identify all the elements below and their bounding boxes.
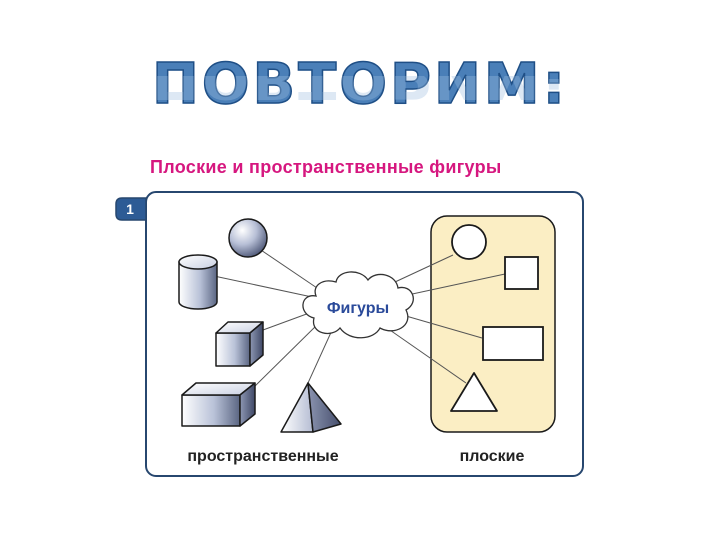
center-label: Фигуры (327, 300, 389, 317)
section-number-badge: 1 (115, 197, 147, 221)
square-shape (504, 256, 539, 290)
connector-cylinder (213, 275, 313, 298)
connector-square (402, 273, 506, 297)
sphere-shape (228, 218, 268, 258)
connector-rectangle (405, 315, 483, 339)
connector-triangle (386, 327, 467, 384)
cylinder-shape (178, 254, 218, 310)
connector-sphere (254, 245, 321, 291)
connector-circle (394, 254, 454, 283)
flat-group-label: плоские (460, 448, 525, 465)
triangle-shape (450, 372, 498, 412)
connector-prism (252, 321, 321, 389)
connector-lines (213, 245, 506, 389)
section-heading: Плоские и пространственные фигуры (150, 157, 502, 177)
spatial-group-label: пространственные (187, 448, 338, 465)
section-number: 1 (126, 201, 134, 217)
circle-shape (451, 224, 487, 260)
cube-shape (215, 321, 264, 367)
rectangle-shape (482, 326, 544, 361)
flat-shapes-panel (430, 215, 556, 433)
slide-title: ПОВТОРИМ: (151, 51, 568, 118)
pyramid-shape (280, 382, 342, 433)
center-cloud (302, 271, 414, 339)
rectangular-prism-shape (181, 382, 256, 427)
connector-cube (262, 311, 313, 331)
connector-pyramid (307, 327, 334, 384)
